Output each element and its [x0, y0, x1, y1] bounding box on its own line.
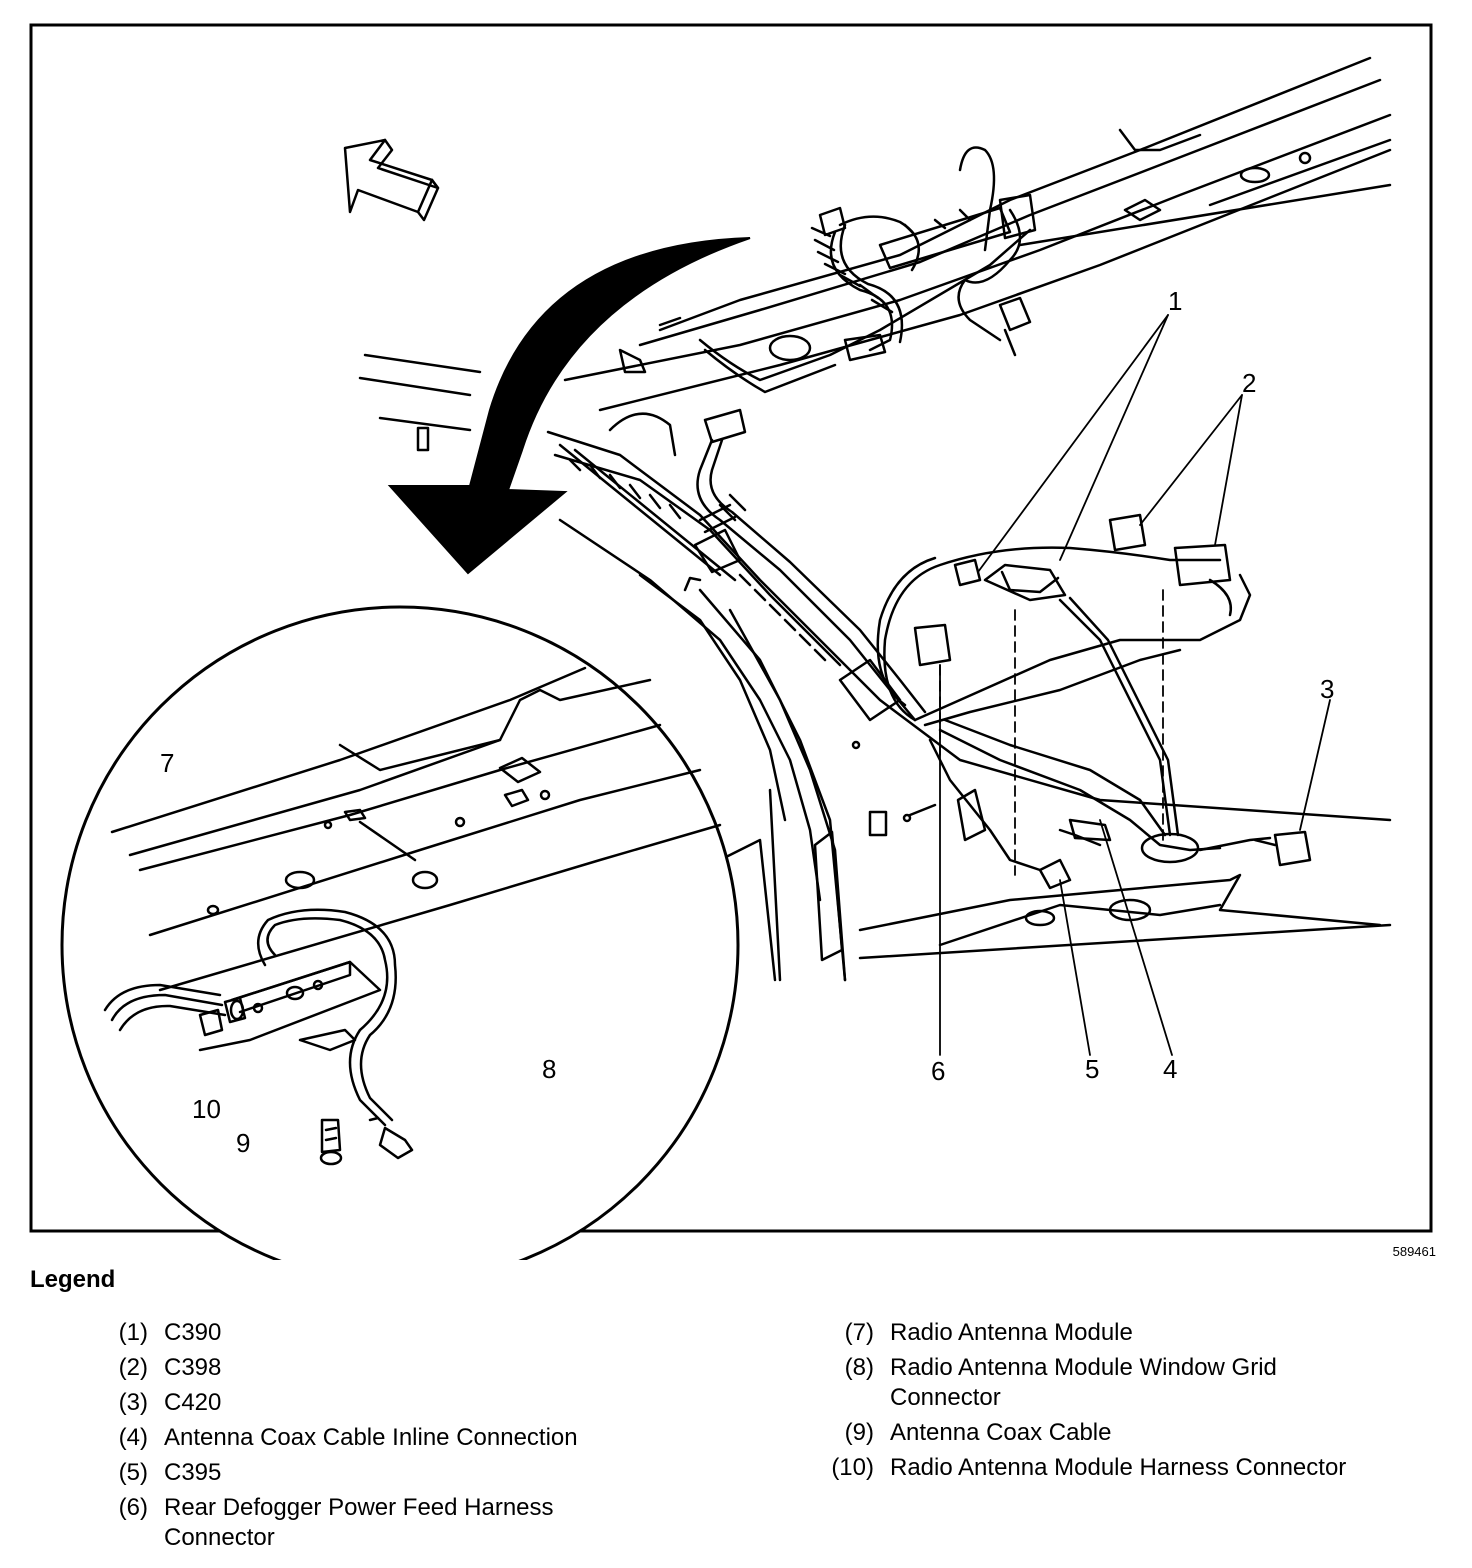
diagram-frame — [29, 23, 1433, 1233]
callout-labels: 1 2 3 4 5 6 7 8 9 10 — [160, 286, 1334, 1158]
legend-item-text: Rear Defogger Power Feed Harness Connect… — [164, 1494, 554, 1551]
legend-left-column: (1) C390 (2) C398 (3) C420 (4) Antenna Coax … — [82, 1318, 702, 1558]
callout-1: 1 — [1168, 286, 1182, 316]
wiring-diagram: 1 2 3 4 5 6 7 8 9 10 — [29, 23, 1433, 1260]
figure-id: 589461 — [1392, 1244, 1436, 1259]
legend-right-column: (7) Radio Antenna Module (8) Radio Antenna… — [808, 1318, 1448, 1488]
legend-item: (9) Antenna Coax Cable — [808, 1418, 1448, 1448]
legend-item: (7) Radio Antenna Module — [808, 1318, 1448, 1348]
legend-item-number: (8) — [844, 1354, 874, 1381]
legend-item-number: (10) — [831, 1454, 874, 1481]
legend-item-number: (5) — [118, 1459, 148, 1486]
callout-4: 4 — [1163, 1054, 1177, 1084]
legend-item: (1) C390 — [82, 1318, 702, 1348]
legend-item-number: (9) — [844, 1419, 874, 1446]
callout-6: 6 — [931, 1056, 945, 1086]
legend-item-number: (2) — [118, 1354, 148, 1381]
callout-3: 3 — [1320, 674, 1334, 704]
legend-item-number: (7) — [844, 1319, 874, 1346]
legend-item-number: (1) — [118, 1319, 148, 1346]
legend-item: (2) C398 — [82, 1353, 702, 1383]
legend-heading: Legend — [30, 1266, 116, 1293]
pillar-harness — [683, 438, 927, 722]
roof-harness — [698, 146, 1037, 444]
detail-view-arrow-icon — [387, 237, 751, 575]
legend-item-number: (4) — [118, 1424, 148, 1451]
roof-panel — [358, 56, 1392, 457]
legend-item-text: C390 — [164, 1319, 222, 1346]
legend-item-text: Antenna Coax Cable — [890, 1419, 1112, 1446]
callout-8: 8 — [542, 1054, 556, 1084]
lower-harness — [876, 513, 1312, 890]
legend-item: (3) C420 — [82, 1388, 702, 1418]
legend-item-text: Antenna Coax Cable Inline Connection — [164, 1424, 578, 1451]
legend-item-number: (3) — [118, 1389, 148, 1416]
callout-7: 7 — [160, 748, 174, 778]
legend-item: (4) Antenna Coax Cable Inline Connection — [82, 1423, 702, 1453]
legend-item: (10) Radio Antenna Module Harness Connect… — [808, 1453, 1448, 1483]
legend-item-text: Radio Antenna Module — [890, 1319, 1133, 1346]
legend-item: (8) Radio Antenna Module Window Grid Conn… — [808, 1353, 1448, 1413]
legend-item-text: Radio Antenna Module Window Grid Connect… — [890, 1354, 1277, 1411]
legend-item: (5) C395 — [82, 1458, 702, 1488]
legend-item-text: C420 — [164, 1389, 222, 1416]
legend-item-number: (6) — [118, 1494, 148, 1521]
callout-9: 9 — [236, 1128, 250, 1158]
legend-item: (6) Rear Defogger Power Feed Harness Conn… — [82, 1493, 702, 1553]
legend-item-text: C395 — [164, 1459, 222, 1486]
callout-2: 2 — [1242, 368, 1256, 398]
front-direction-arrow-icon — [343, 138, 440, 222]
callout-10: 10 — [192, 1094, 221, 1124]
legend-item-text: C398 — [164, 1354, 222, 1381]
detail-view — [60, 605, 740, 1260]
callout-5: 5 — [1085, 1054, 1099, 1084]
legend-item-text: Radio Antenna Module Harness Connector — [890, 1454, 1347, 1481]
